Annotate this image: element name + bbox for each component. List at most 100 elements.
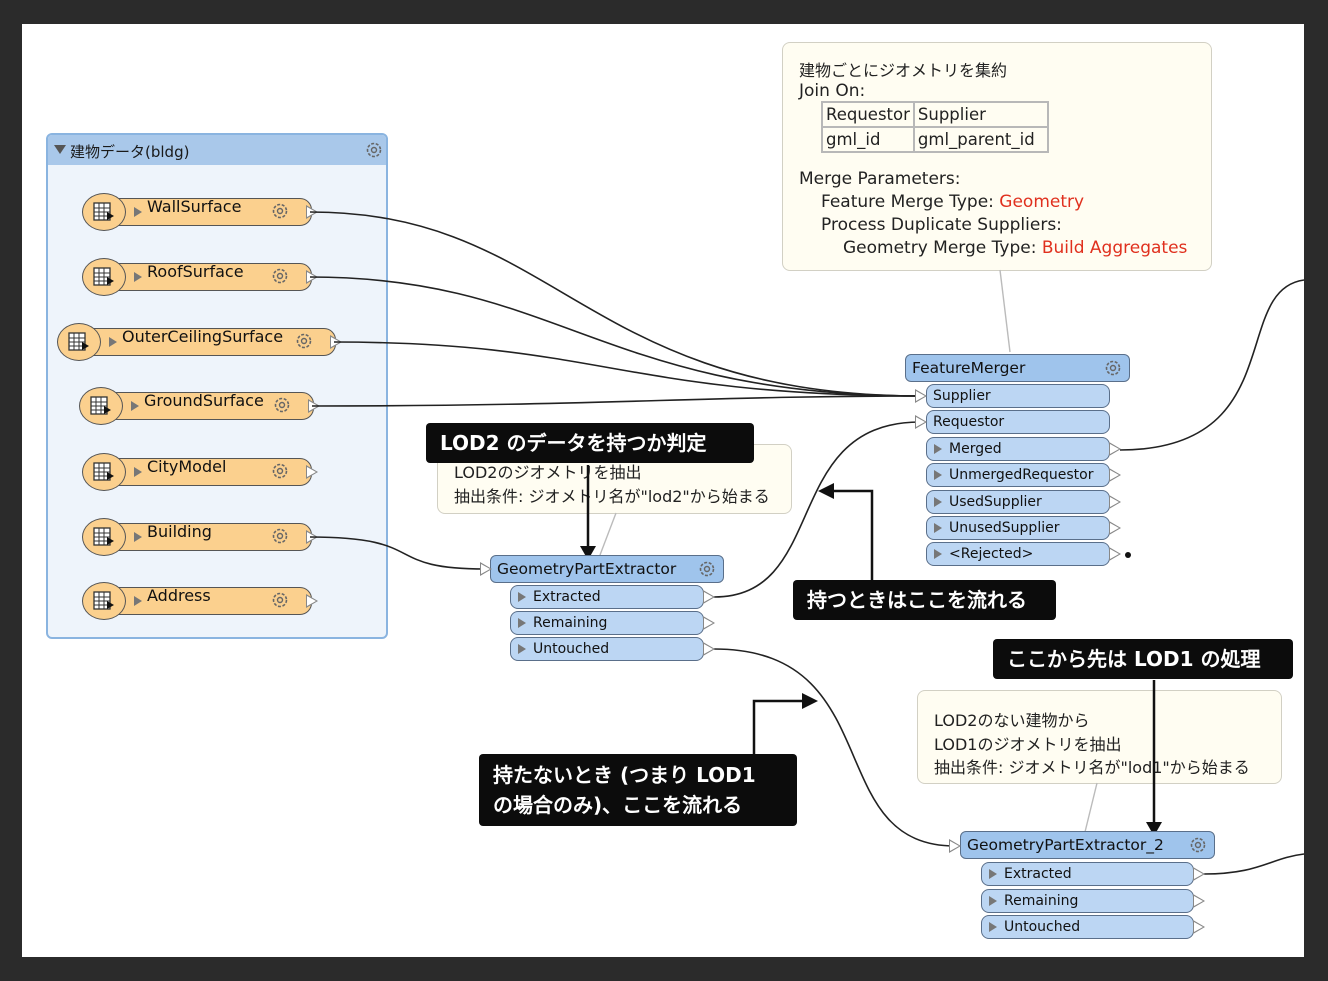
extractor2-annotation[interactable]: LOD2のない建物から LOD1のジオメトリを抽出 抽出条件: ジオメトリ名が"… — [917, 690, 1282, 784]
reader-label: CityModel — [147, 457, 227, 476]
output-port[interactable] — [1109, 520, 1121, 535]
port[interactable]: <Rejected> — [926, 542, 1121, 567]
output-port[interactable] — [306, 465, 318, 479]
feature-type-reader[interactable]: OuterCeilingSurface — [57, 323, 348, 361]
port-label: Untouched — [1004, 919, 1081, 935]
callout-line: 持たないとき (つまり LOD1 — [493, 763, 756, 787]
annotation-line: Process Duplicate Suppliers: — [821, 215, 1062, 235]
output-port[interactable] — [1193, 867, 1205, 881]
expand-triangle-icon[interactable] — [109, 337, 117, 347]
join-table-cell: gml_id — [821, 126, 915, 153]
gear-icon[interactable] — [270, 266, 290, 286]
port[interactable]: Extracted — [981, 862, 1205, 886]
output-port[interactable] — [1109, 468, 1121, 483]
expand-triangle-icon[interactable] — [134, 596, 142, 606]
output-port[interactable] — [1109, 547, 1121, 562]
output-port[interactable] — [703, 642, 715, 656]
output-port[interactable] — [306, 270, 318, 284]
feature-type-reader[interactable]: Address — [82, 582, 324, 620]
output-port[interactable] — [1109, 442, 1121, 456]
port[interactable]: Untouched — [510, 637, 715, 661]
gear-icon[interactable] — [1103, 358, 1123, 378]
output-port[interactable] — [306, 205, 318, 219]
port[interactable]: Untouched — [981, 915, 1205, 939]
expand-triangle-icon[interactable] — [934, 496, 942, 507]
expand-triangle-icon[interactable] — [131, 401, 139, 411]
output-port[interactable] — [1109, 494, 1121, 509]
expand-triangle-icon[interactable] — [134, 272, 142, 282]
gear-icon[interactable] — [270, 526, 290, 546]
reader-label: GroundSurface — [144, 391, 264, 410]
input-port[interactable] — [915, 389, 927, 403]
expand-triangle-icon[interactable] — [934, 470, 942, 481]
port-label: UnusedSupplier — [949, 519, 1060, 536]
gear-icon[interactable] — [270, 590, 290, 610]
annotation-line: Join On: — [799, 81, 866, 101]
input-port[interactable] — [949, 839, 961, 853]
expand-triangle-icon[interactable] — [134, 207, 142, 217]
expand-triangle-icon[interactable] — [518, 592, 526, 602]
expand-triangle-icon[interactable] — [934, 522, 942, 533]
annotation-line: 抽出条件: ジオメトリ名が"lod2"から始まる — [454, 487, 770, 506]
port-label: Extracted — [533, 589, 601, 605]
bookmark-header[interactable]: 建物データ(bldg) — [48, 135, 386, 165]
gear-icon[interactable] — [294, 331, 314, 351]
port[interactable]: Remaining — [510, 611, 715, 635]
output-port[interactable] — [330, 335, 342, 349]
expand-triangle-icon[interactable] — [518, 644, 526, 654]
expand-triangle-icon[interactable] — [989, 922, 997, 932]
callout-no-flow: 持たないとき (つまり LOD1 の場合のみ)、ここを流れる — [479, 754, 797, 826]
reader-label: WallSurface — [147, 197, 242, 216]
annotation-line: 建物ごとにジオメトリを集約 — [799, 61, 1008, 80]
extractor2-header[interactable]: GeometryPartExtractor_2 — [960, 831, 1215, 859]
port-label: Remaining — [1004, 892, 1079, 909]
port[interactable]: Supplier — [915, 384, 1110, 408]
gear-icon[interactable] — [270, 201, 290, 221]
callout-line: の場合のみ)、ここを流れる — [493, 793, 743, 817]
output-port[interactable] — [306, 530, 318, 544]
expand-triangle-icon[interactable] — [989, 869, 997, 879]
output-port[interactable] — [306, 594, 318, 608]
expand-triangle-icon[interactable] — [134, 532, 142, 542]
port[interactable]: Merged — [926, 437, 1121, 461]
output-port[interactable] — [1193, 893, 1205, 908]
port[interactable]: Extracted — [510, 585, 715, 609]
output-port[interactable] — [1193, 920, 1205, 934]
reader-label: Address — [147, 586, 211, 605]
input-port[interactable] — [480, 562, 492, 576]
annotation-line: LOD1のジオメトリを抽出 — [934, 735, 1122, 754]
gear-icon[interactable] — [1188, 835, 1208, 855]
feature-type-reader[interactable]: WallSurface — [82, 193, 324, 231]
output-port[interactable] — [308, 399, 320, 413]
input-port[interactable] — [915, 415, 927, 429]
feature-type-reader[interactable]: GroundSurface — [79, 387, 326, 425]
callout-lod2-check: LOD2 のデータを持つか判定 — [426, 423, 754, 463]
port[interactable]: Requestor — [915, 410, 1110, 434]
port[interactable]: UnusedSupplier — [926, 515, 1121, 540]
expand-triangle-icon[interactable] — [518, 618, 526, 628]
output-port[interactable] — [703, 590, 715, 604]
extractor1-header[interactable]: GeometryPartExtractor — [490, 555, 724, 583]
expand-triangle-icon[interactable] — [989, 895, 997, 906]
feature-type-reader[interactable]: Building — [82, 518, 324, 556]
feature-merger-header[interactable]: FeatureMerger — [905, 354, 1130, 382]
feature-type-reader[interactable]: RoofSurface — [82, 258, 324, 296]
feature-type-reader[interactable]: CityModel — [82, 453, 324, 491]
expand-triangle-icon[interactable] — [134, 467, 142, 477]
port[interactable]: UnmergedRequestor — [926, 463, 1121, 488]
expand-triangle-icon[interactable] — [934, 549, 942, 560]
gear-icon[interactable] — [364, 140, 384, 160]
output-port[interactable] — [703, 616, 715, 630]
collapse-triangle-icon[interactable] — [54, 145, 66, 154]
param-value: Build Aggregates — [1041, 238, 1188, 258]
bookmark-title: 建物データ(bldg) — [70, 143, 190, 161]
gear-icon[interactable] — [270, 461, 290, 481]
gear-icon[interactable] — [697, 559, 717, 579]
expand-triangle-icon[interactable] — [934, 444, 942, 454]
port[interactable]: Remaining — [981, 888, 1205, 913]
gear-icon[interactable] — [272, 395, 292, 415]
port[interactable]: UsedSupplier — [926, 489, 1121, 514]
annotation-line: 抽出条件: ジオメトリ名が"lod1"から始まる — [934, 758, 1250, 777]
